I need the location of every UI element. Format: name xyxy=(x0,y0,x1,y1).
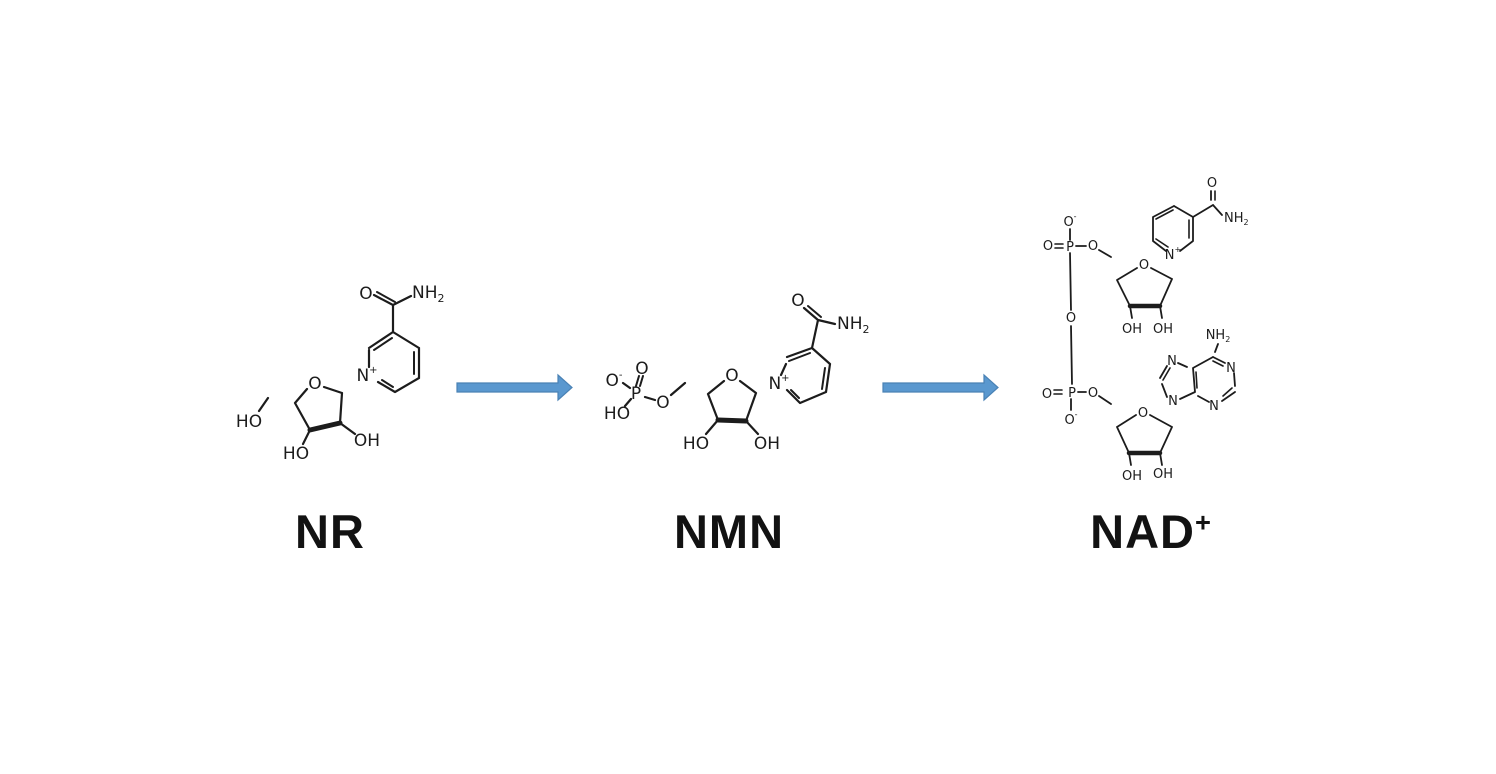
nad-ribose2-o-label: O xyxy=(1138,406,1148,421)
nad-single-bonds xyxy=(1069,190,1236,466)
nmn-ho-3prime-label: HO xyxy=(683,434,709,454)
nad-p1-dbl-o-label: O xyxy=(1043,239,1053,254)
nmn-atom-labels: O NH2 N+ O O O- P HO O HO OH xyxy=(604,291,870,454)
nr-oh-2prime-label: OH xyxy=(354,431,380,451)
nmn-phosphate-ho-label: HO xyxy=(604,404,630,424)
nad-name: NAD xyxy=(1090,505,1195,558)
nad-adenine-n7-label: N xyxy=(1167,354,1177,369)
nr-ho-3prime-label: HO xyxy=(283,444,309,464)
nmn-phosphate-dbl-o-label: O xyxy=(635,359,648,379)
nad-ribose1-oh-a-label: OH xyxy=(1122,322,1142,337)
nad-label: NAD+ xyxy=(1090,504,1212,559)
nad-wedge-bonds xyxy=(1111,257,1177,429)
nr-atom-labels: O NH2 N+ O HO HO OH xyxy=(236,283,445,464)
nad-adenine-n3-label: N xyxy=(1209,399,1219,414)
nmn-ribose-o-label: O xyxy=(725,366,738,386)
nmn-oh-2prime-label: OH xyxy=(754,434,780,454)
arrow-shape-1 xyxy=(456,373,573,402)
nmn-structure: O NH2 N+ O O O- P HO O HO OH xyxy=(604,291,870,454)
nad-bold-bonds xyxy=(1126,303,1163,456)
reaction-arrow-2 xyxy=(882,373,999,402)
nad-charge-superscript: + xyxy=(1194,506,1212,538)
nad-atom-labels: O NH2 N+ O OH OH O P O O- O P O O- O O O… xyxy=(1042,176,1249,484)
nr-ribose-o-label: O xyxy=(308,374,321,394)
nad-bonds-group xyxy=(1053,190,1236,466)
nad-amide-nh2-label: NH2 xyxy=(1224,211,1249,227)
nad-phosphorus2-label: P xyxy=(1068,386,1076,401)
nad-adenine-n9-label: N xyxy=(1168,394,1178,409)
nad-ester-o-top-label: O xyxy=(1088,239,1098,254)
nr-carbonyl-o-label: O xyxy=(359,284,372,304)
arrow-shape-2 xyxy=(882,373,999,402)
nr-double-bond-lines xyxy=(373,291,415,388)
nmn-phosphate-o-minus-label: O- xyxy=(606,370,623,391)
nad-adenine-nh2-label: NH2 xyxy=(1206,328,1231,344)
nmn-bonds-group xyxy=(621,305,837,436)
nad-ribose1-oh-b-label: OH xyxy=(1153,322,1173,337)
nmn-ester-o-label: O xyxy=(656,393,669,413)
nr-single-bonds xyxy=(257,293,421,446)
nmn-pyridinium-n-label: N+ xyxy=(768,373,789,394)
nad-ribose2-oh-a-label: OH xyxy=(1122,469,1142,484)
nmn-bold-bond xyxy=(715,417,749,424)
nmn-name: NMN xyxy=(673,505,785,558)
nad-adenine-n1-label: N xyxy=(1226,361,1236,376)
nr-ho-chain-label: HO xyxy=(236,412,262,432)
nr-structure: O NH2 N+ O HO HO OH xyxy=(236,283,445,464)
nad-ester-o-bottom-label: O xyxy=(1088,386,1098,401)
nad-bridge-o-label: O xyxy=(1066,311,1076,326)
nad-pyridinium-n-label: N+ xyxy=(1165,245,1181,263)
nad-phosphorus1-label: P xyxy=(1066,240,1074,255)
nr-bold-bond xyxy=(307,420,343,433)
nr-bonds-group xyxy=(257,291,421,446)
nad-structure: O NH2 N+ O OH OH O P O O- O P O O- O O O… xyxy=(1042,176,1249,484)
nmn-carbonyl-o-label: O xyxy=(791,291,804,311)
nr-pyridinium-n-label: N+ xyxy=(356,365,377,386)
nr-amide-nh2-label: NH2 xyxy=(412,283,445,305)
nad-ribose1-o-label: O xyxy=(1139,258,1149,273)
nad-ribose2-oh-b-label: OH xyxy=(1153,467,1173,482)
nr-label: NR xyxy=(295,504,365,559)
nmn-amide-nh2-label: NH2 xyxy=(837,314,870,336)
nad-carbonyl-o-label: O xyxy=(1207,176,1217,191)
nmn-single-bonds xyxy=(621,306,837,436)
nmn-phosphorus-label: P xyxy=(631,384,641,404)
nmn-double-bond-lines xyxy=(635,305,826,399)
nmn-label: NMN xyxy=(674,504,784,559)
nad-p2-o-minus-label: O- xyxy=(1064,410,1077,428)
reaction-arrow-1 xyxy=(456,373,573,402)
nad-double-bond-lines xyxy=(1053,190,1233,397)
nr-name: NR xyxy=(295,505,365,558)
nad-p1-o-minus-label: O- xyxy=(1063,212,1076,230)
nad-p2-dbl-o-label: O xyxy=(1042,387,1052,402)
